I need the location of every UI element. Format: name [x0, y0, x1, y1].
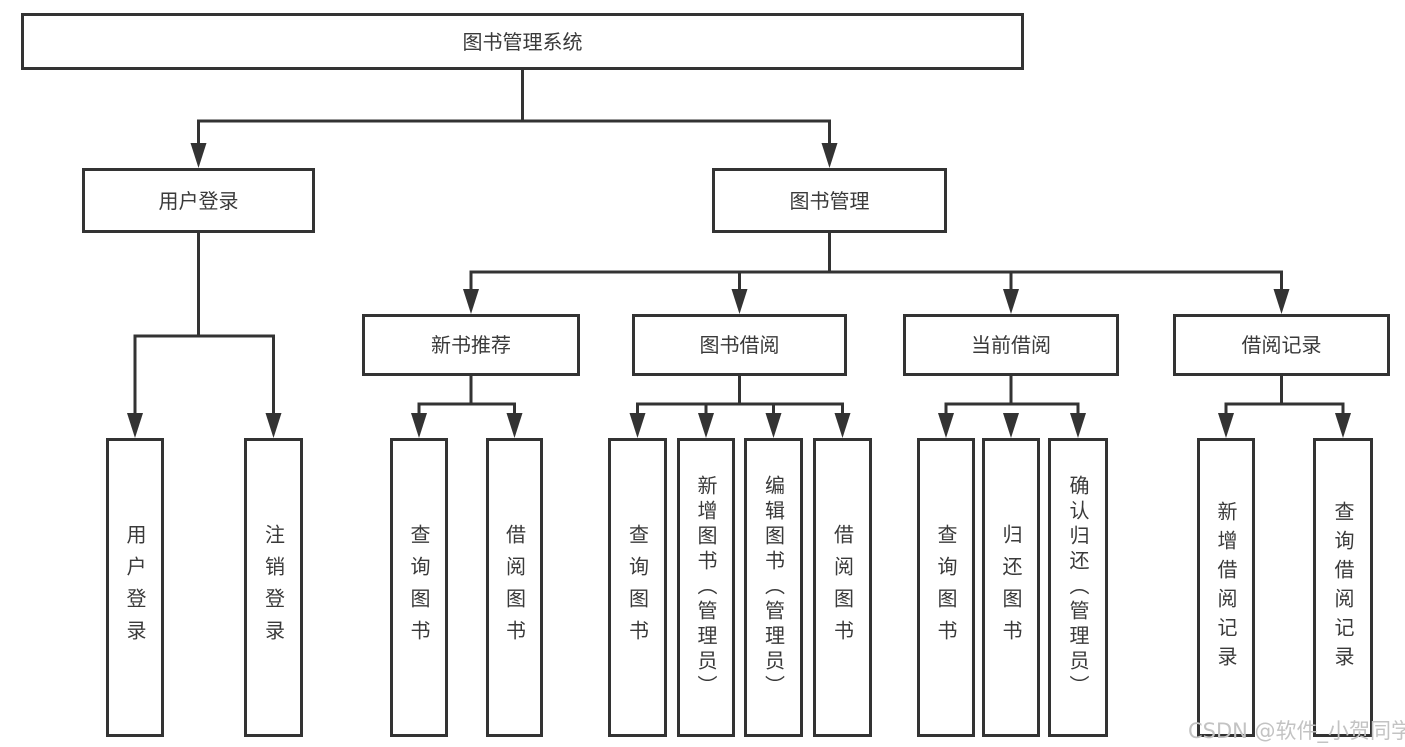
leaf-query-books: 查询图书 [608, 438, 667, 737]
leaf-label: 借阅图书 [502, 523, 527, 652]
node-book-management-system: 图书管理系统 [21, 13, 1024, 70]
node-book-borrowing: 图书借阅 [632, 314, 847, 376]
leaf-label: 查询图书 [625, 523, 650, 652]
node-label: 图书借阅 [699, 333, 780, 357]
node-current-borrowing: 当前借阅 [903, 314, 1119, 376]
node-book-management: 图书管理 [712, 168, 947, 233]
node-label: 当前借阅 [971, 333, 1051, 357]
leaf-label: 借阅图书 [830, 523, 855, 652]
leaf-label: 编辑图书（管理员） [761, 475, 786, 700]
leaf-query-borrow-record: 查询借阅记录 [1313, 438, 1373, 737]
leaf-return-books: 归还图书 [982, 438, 1040, 737]
leaf-label: 查询图书 [407, 523, 431, 652]
leaf-query-books: 查询图书 [390, 438, 448, 737]
leaf-label: 注销登录 [261, 523, 286, 652]
leaf-label: 用户登录 [123, 523, 147, 652]
node-label: 用户登录 [158, 188, 239, 213]
leaf-label: 新增图书（管理员） [694, 475, 718, 700]
leaf-label: 归还图书 [999, 523, 1023, 652]
leaf-label: 查询图书 [934, 523, 958, 652]
node-label: 借阅记录 [1241, 333, 1322, 357]
leaf-confirm-return-admin: 确认归还（管理员） [1048, 438, 1108, 737]
node-user-login: 用户登录 [82, 168, 315, 233]
leaf-edit-books-admin: 编辑图书（管理员） [744, 438, 803, 737]
leaf-add-books-admin: 新增图书（管理员） [677, 438, 735, 737]
leaf-label: 查询借阅记录 [1331, 500, 1355, 675]
leaf-borrow-books: 借阅图书 [813, 438, 872, 737]
leaf-label: 确认归还（管理员） [1066, 475, 1090, 700]
leaf-add-borrow-record: 新增借阅记录 [1197, 438, 1255, 737]
node-new-book-recommendation: 新书推荐 [362, 314, 580, 376]
leaf-label: 新增借阅记录 [1214, 500, 1238, 675]
node-label: 新书推荐 [431, 333, 511, 357]
leaf-borrow-books: 借阅图书 [486, 438, 543, 737]
leaf-logout: 注销登录 [244, 438, 303, 737]
leaf-user-login: 用户登录 [106, 438, 164, 737]
leaf-query-books: 查询图书 [917, 438, 975, 737]
node-label: 图书管理 [789, 188, 870, 213]
node-borrowing-records: 借阅记录 [1173, 314, 1390, 376]
node-label: 图书管理系统 [462, 29, 583, 54]
csdn-watermark: CSDN @软件_小贺同学 [1188, 719, 1405, 743]
